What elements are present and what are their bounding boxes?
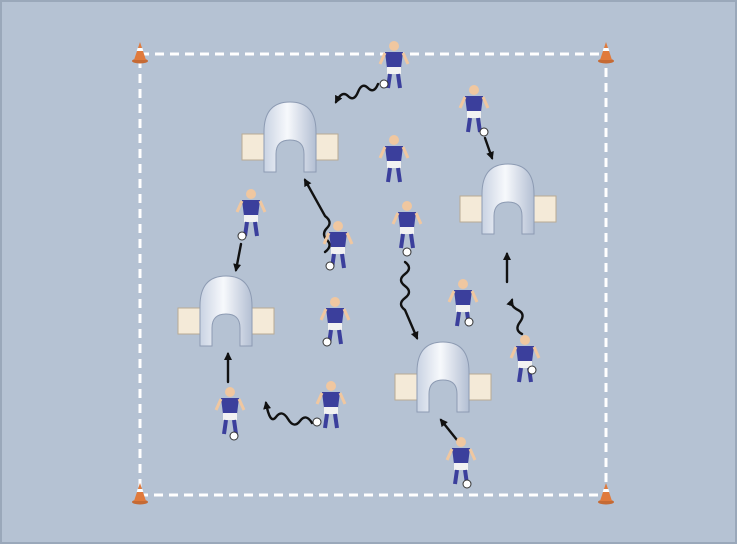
drill-diagram — [0, 0, 737, 544]
pitch-canvas — [0, 0, 737, 544]
pitch-background — [1, 1, 736, 543]
